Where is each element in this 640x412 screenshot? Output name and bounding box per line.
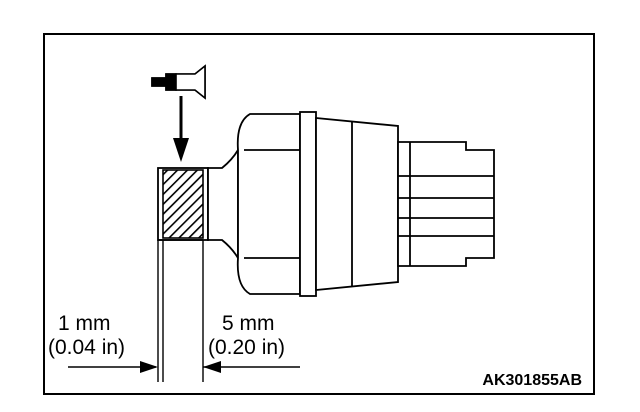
dimension-left-metric: 1 mm (58, 312, 111, 335)
dimension-lines (157, 239, 204, 382)
marking-zone (162, 169, 204, 239)
figure-frame (43, 33, 595, 395)
down-arrow-icon (173, 96, 189, 162)
dimension-right-metric: 5 mm (222, 312, 275, 335)
component-body (157, 111, 495, 297)
dimension-left-imperial: (0.04 in) (48, 336, 125, 359)
dimension-right-imperial: (0.20 in) (208, 336, 285, 359)
dimension-arrows (68, 361, 300, 373)
punch-tool-icon (151, 64, 206, 100)
figure-code: AK301855AB (482, 372, 582, 389)
